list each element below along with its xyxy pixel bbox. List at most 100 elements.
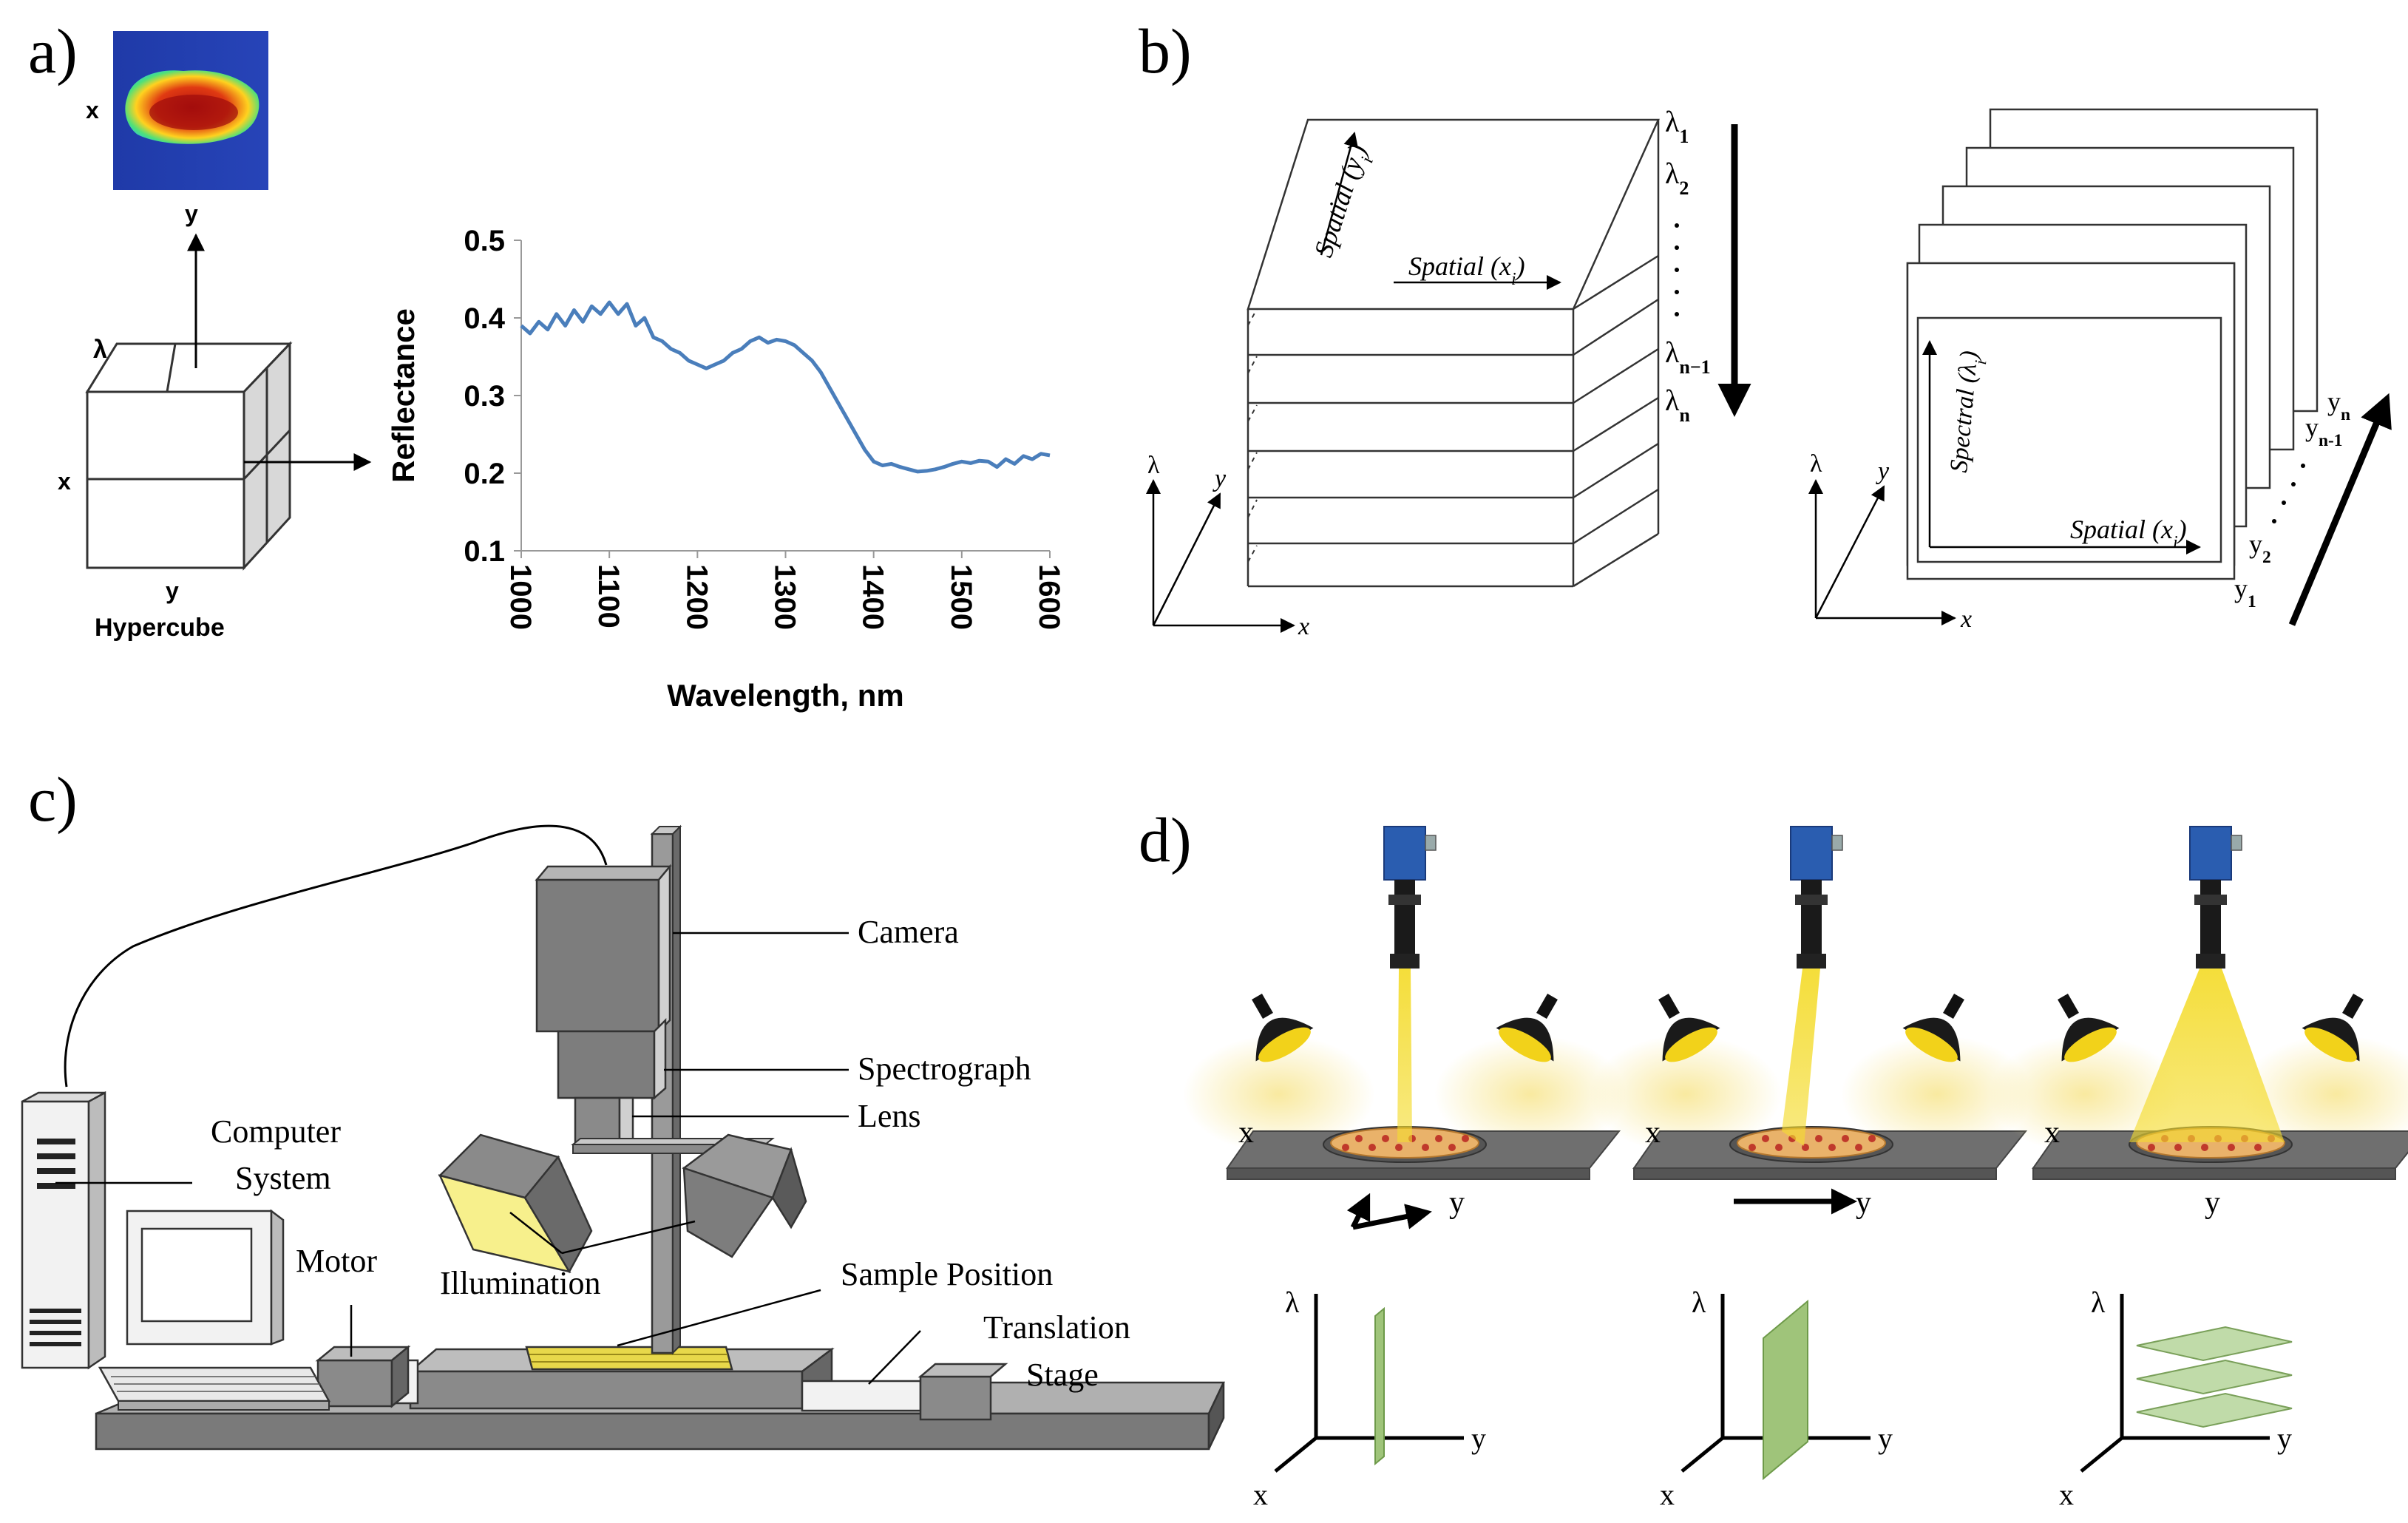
camera-connector [2231,835,2242,851]
plot-label-y: y [1878,1422,1893,1455]
lens-ring [1795,895,1828,905]
light-beam [1397,969,1412,1142]
line-label: y2 [2249,529,2271,567]
plot-label-x: x [2059,1478,2074,1511]
x-tick-label: 1600 [1033,564,1065,630]
lens-ring [1388,895,1421,905]
label-translation-2: Stage [1026,1357,1099,1393]
label-motor: Motor [296,1243,377,1279]
label-camera: Camera [858,914,959,950]
pizza-topping [1762,1135,1769,1142]
x-tick-label: 1400 [857,564,889,630]
pizza-topping [1749,1144,1756,1151]
x-tick-label: 1100 [592,564,625,628]
stage-edge [1227,1167,1590,1180]
line-label: yn [2327,387,2350,424]
spectrograph-body [557,1017,667,1100]
lamp-icon [1658,994,1720,1062]
band-label: λn [1665,384,1690,426]
lamp-glow [1590,1035,1782,1153]
x-tick-label: 1500 [945,564,977,630]
cube-lambda-label: λ [93,336,107,364]
camera-icon [1790,826,1833,881]
camera-icon [1383,826,1426,881]
stage-axis-x: x [1645,1116,1661,1150]
pizza-topping [1448,1144,1456,1151]
spectral-plane-area [2136,1392,2293,1428]
plot-label-y: y [1471,1422,1486,1455]
x-tick-label: 1200 [680,564,713,630]
lamp-neck [2342,994,2364,1020]
pizza-topping [1462,1135,1469,1142]
lamp-bulb [1258,1027,1311,1062]
y-tick-label: 0.5 [464,225,505,257]
panel-c: Camera Spectrograph Lens Computer System… [21,824,1225,1451]
lamp-bulb [2304,1027,2357,1062]
band-label: λ2 [1665,157,1689,199]
pizza-topping [1369,1144,1376,1151]
lamp-neck [1943,994,1964,1020]
pizza-topping [1422,1144,1429,1151]
lamp-glow [1841,1035,2033,1153]
pizza-topping [2228,1144,2235,1151]
scan-direction-arrow [2288,393,2392,626]
panel-label-b: b) [1139,16,1192,87]
scan-direction-arrow [1352,1204,1432,1230]
scan-direction-arrow [1346,1193,1371,1229]
lamp-neck [1536,994,1558,1020]
plot-axis-x [1680,1436,1724,1473]
lamp-glow [2240,1035,2408,1153]
pizza-topping [2174,1144,2182,1151]
image-axis-y: y [185,200,198,227]
spectral-plane-pixel [1374,1306,1385,1466]
b-right-axis-lambda: λ [1810,450,1822,478]
pizza-topping [1355,1135,1363,1142]
b-right-axis-x: x [1960,606,1972,633]
plot-label-x: x [1660,1478,1675,1511]
cube-x-label: x [58,468,71,495]
y-tick-label: 0.2 [464,458,505,490]
computer-tower [21,1090,106,1370]
lens-tip [1797,954,1826,969]
cube-y-label: y [166,577,179,604]
illumination-lamp-left [438,1133,593,1274]
stage-axis-y: y [1449,1186,1465,1220]
x-tick-label: 1000 [504,564,537,630]
plot-label-y: y [2277,1422,2292,1455]
stage-axis-x: x [2044,1116,2060,1150]
stage-edge [1633,1167,1997,1180]
lamp-icon [1902,994,1964,1062]
camera-lens-icon [1801,880,1822,961]
panel-label-a: a) [28,16,78,87]
camera-lens-icon [1394,880,1415,961]
hyperspectral-image [113,31,268,190]
computer-monitor [126,1209,285,1346]
lamp-bulb [1499,1027,1551,1062]
pizza-topping [2148,1144,2155,1151]
spectral-plane-line [1763,1299,1808,1481]
line-label: yn-1 [2305,413,2343,450]
hypercube [85,341,293,571]
pizza-topping [1775,1144,1783,1151]
label-spectrograph: Spectrograph [858,1051,1031,1087]
lamp-bulb [2064,1027,2117,1062]
lamp-icon [1252,994,1314,1062]
lamp-icon [2302,994,2364,1062]
sample [525,1346,733,1371]
spatial-x-label-right: Spatial (xi) [2070,515,2187,552]
plot-axis-x [1274,1436,1317,1473]
y-axis-title: Reflectance [386,308,421,483]
stage-axis-y: y [2205,1186,2220,1220]
lens-ring [2194,895,2227,905]
plot-axis-x [2080,1436,2123,1473]
b-left-axis-y: y [1213,465,1227,492]
camera-lens-icon [2200,880,2221,961]
pizza-topping [1382,1135,1389,1142]
